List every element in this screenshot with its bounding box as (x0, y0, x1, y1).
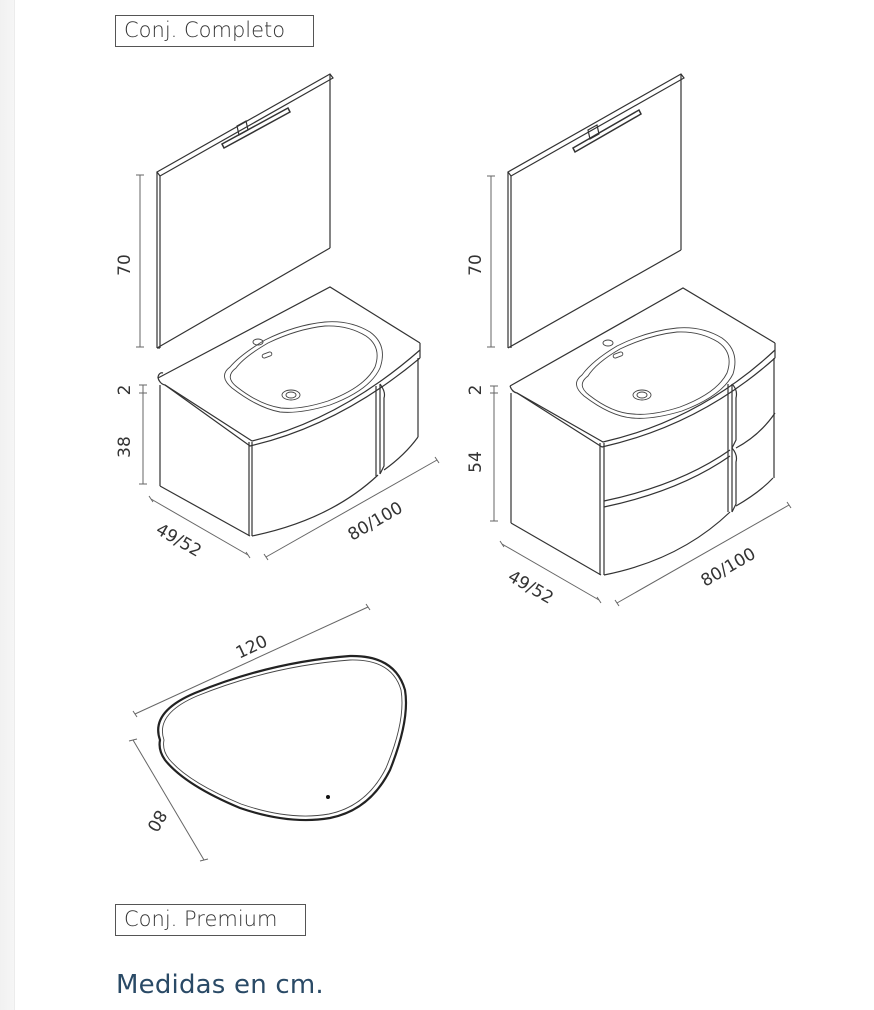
set-premium-label: Conj. Premium (115, 904, 306, 936)
units-note: Medidas en cm. (116, 970, 324, 1000)
dim-mirror-height-1 (136, 174, 144, 348)
dim-label-top-thickness-2: 2 (466, 385, 486, 396)
drawing-3-pebble-mirror: 120 80 (128, 603, 408, 862)
dim-label-mirror-width-3: 120 (233, 632, 271, 664)
dim-label-mirror-height-3: 80 (142, 806, 170, 835)
drawing-2-vanity-two-drawers: 70 (466, 73, 792, 609)
dim-label-mirror-height-2: 70 (466, 254, 486, 276)
cabinet-1 (159, 358, 419, 537)
dim-label-cabinet-height-2: 54 (466, 451, 486, 473)
dim-label-mirror-height-1: 70 (115, 254, 135, 276)
dim-label-cabinet-height-1: 38 (115, 436, 135, 458)
mirror-rectangular-1 (156, 73, 334, 349)
set-complete-label: Conj. Completo (115, 15, 314, 47)
sensor-dot-icon (326, 795, 330, 799)
mirror-rectangular-2 (507, 73, 685, 349)
dim-width-2 (614, 501, 792, 607)
dim-label-top-thickness-1: 2 (115, 385, 135, 396)
dim-mirror-width-3 (132, 603, 371, 718)
dim-label-width-2: 80/100 (698, 544, 760, 591)
dim-mirror-height-2 (487, 175, 495, 348)
dim-cabinet-height-1 (139, 384, 147, 485)
drawing-1-vanity-one-door: 70 (115, 73, 440, 562)
dim-label-width-1: 80/100 (345, 498, 407, 545)
countertop-basin-1 (157, 286, 421, 447)
dim-cabinet-height-2 (490, 385, 498, 522)
page-left-margin (0, 0, 15, 1010)
dim-label-depth-2: 49/52 (504, 567, 556, 609)
dim-depth-2 (499, 540, 602, 604)
dim-mirror-height-3 (128, 738, 209, 862)
countertop-basin-2 (509, 287, 776, 448)
cabinet-2 (510, 358, 776, 576)
dim-width-1 (263, 456, 440, 561)
dim-depth-1 (148, 495, 251, 559)
